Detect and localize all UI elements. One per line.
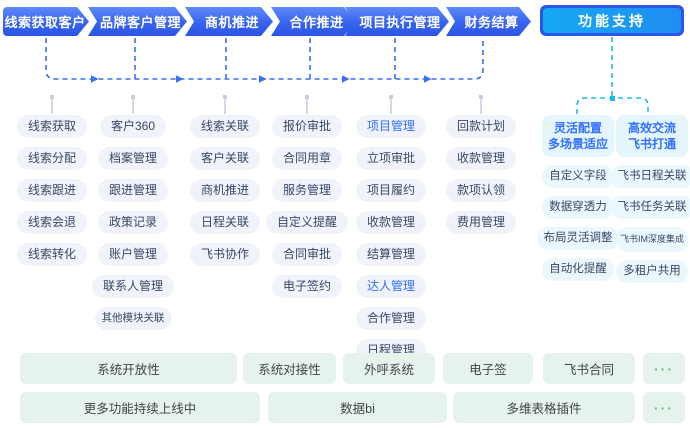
bottom-capability: 更多功能持续上线中 [20,392,260,423]
stage-row: 线索获取客户品牌客户管理商机推进合作推进项目执行管理财务结算 [0,0,540,44]
feature-pill: 自定义提醒 [265,211,348,234]
feature-pill: 达人管理 [355,275,426,298]
flow-arrowheads [91,75,432,83]
support-pill: 数据穿透力 [542,196,614,219]
feature-pill: 账户管理 [97,243,168,266]
support-group-header: 灵活配置 多场景适应 [542,115,614,157]
support-pill: 自定义字段 [542,165,614,188]
feature-pill: 报价审批 [271,115,342,138]
support-header-line: 灵活配置 [553,121,602,135]
feature-pill: 线索跟进 [16,179,87,202]
feature-pill: 其他模块关联 [94,307,172,330]
support-button-label: 功能支持 [543,8,681,33]
feature-pill: 收款管理 [355,211,426,234]
bottom-capability: 数据bi [268,392,447,423]
feature-pill: 结算管理 [355,243,426,266]
feature-pill: 联系人管理 [91,275,174,298]
feature-pill: 款项认领 [445,179,516,202]
feature-pill: 商机推进 [189,179,260,202]
feature-pill: 电子签约 [271,275,342,298]
stage-chevron: 项目执行管理 [345,7,449,36]
support-group-feishu-integration: 高效交流 飞书打通 飞书日程关联飞书任务关联飞书IM深度集成多租户共用 [610,115,690,283]
support-pill: 布局灵活调整 [536,227,620,250]
stage-chevron: 品牌客户管理 [88,7,187,36]
feature-pill: 日程关联 [189,211,260,234]
feature-pill: 客户关联 [189,147,260,170]
stage-chevron: 财务结算 [446,7,531,36]
feature-pill: 费用管理 [445,211,516,234]
support-group-items: 自定义字段数据穿透力布局灵活调整自动化提醒 [536,165,620,281]
feature-pill: 合作管理 [355,307,426,330]
blue-dashed-lines [45,38,484,80]
stage-chevron: 线索获取客户 [3,7,89,36]
feature-pill: 线索关联 [189,115,260,138]
more-ellipsis: ··· [643,392,685,423]
support-pill: 飞书日程关联 [610,165,690,188]
support-pill: 飞书任务关联 [610,196,690,219]
support-group-header: 高效交流 飞书打通 [616,115,688,157]
column-pins [50,95,483,114]
feature-pill: 线索分配 [16,147,87,170]
feature-pill: 服务管理 [271,179,342,202]
feature-pill: 政策记录 [97,211,168,234]
column-project-execution: 项目管理立项审批项目履约收款管理结算管理达人管理合作管理日程管理 [341,115,441,362]
bottom-capability: 电子签 [443,353,533,384]
stage-chevron: 商机推进 [185,7,273,36]
feature-pill: 收款管理 [445,147,516,170]
cyan-junction-dot [610,96,615,101]
column-cooperation: 报价审批合同用章服务管理自定义提醒合同审批电子签约 [257,115,357,298]
feature-pill: 回款计划 [445,115,516,138]
bottom-capability: 系统对接性 [243,353,336,384]
support-header-line: 多场景适应 [547,137,608,151]
support-pill: 自动化提醒 [542,258,614,281]
feature-pill: 合同审批 [271,243,342,266]
support-header-line: 高效交流 [627,121,676,135]
feature-pill: 合同用章 [271,147,342,170]
bottom-capability: 飞书合同 [543,353,635,384]
feature-pill: 项目管理 [355,115,426,138]
more-ellipsis: ··· [643,353,685,384]
feature-pill: 线索获取 [16,115,87,138]
support-pill: 飞书IM深度集成 [616,227,688,252]
feature-pill: 立项审批 [355,147,426,170]
feature-pill: 线索转化 [16,243,87,266]
feature-pill: 跟进管理 [97,179,168,202]
bottom-capability: 多维表格插件 [453,392,635,423]
support-pill: 多租户共用 [616,260,688,283]
feature-pill: 线索会退 [16,211,87,234]
bottom-capability: 系统开放性 [20,353,237,384]
feature-pill: 飞书协作 [189,243,260,266]
column-opportunity: 线索关联客户关联商机推进日程关联飞书协作 [175,115,275,266]
feature-pill: 项目履约 [355,179,426,202]
support-header-line: 飞书打通 [627,137,676,151]
support-button: 功能支持 [540,5,684,36]
support-group-items: 飞书日程关联飞书任务关联飞书IM深度集成多租户共用 [610,165,690,283]
feature-pill: 档案管理 [97,147,168,170]
column-lead-acquisition: 线索获取线索分配线索跟进线索会退线索转化 [2,115,102,266]
column-brand-customer: 客户360 档案管理跟进管理政策记录账户管理联系人管理其他模块关联 [83,115,183,330]
support-group-flexible-config: 灵活配置 多场景适应 自定义字段数据穿透力布局灵活调整自动化提醒 [536,115,620,281]
cyan-dashed-lines [576,37,649,114]
bottom-capability: 外呼系统 [343,353,435,384]
feature-pill: 客户360 [99,115,167,138]
stage-chevron: 合作推进 [271,7,356,36]
column-finance: 回款计划收款管理款项认领费用管理 [431,115,531,234]
